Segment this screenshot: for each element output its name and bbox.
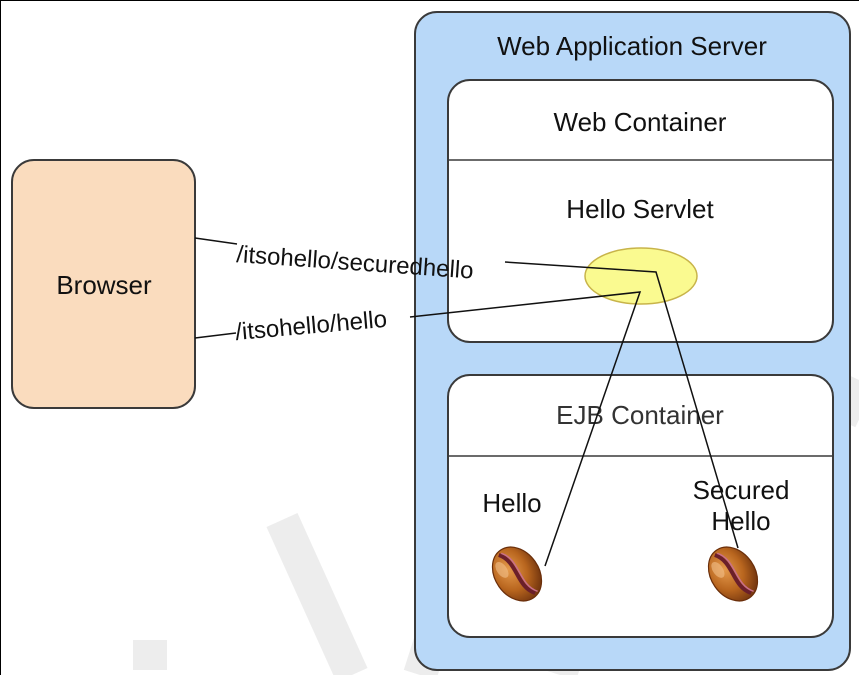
browser-label: Browser bbox=[56, 270, 152, 300]
hello-request-line-left bbox=[194, 332, 237, 339]
web-container-box bbox=[447, 79, 834, 343]
connectors bbox=[194, 237, 739, 567]
secured-request-line-left bbox=[194, 237, 238, 245]
secured-hello-bean-label-line2: Hello bbox=[711, 506, 770, 536]
hello-bean-icon bbox=[491, 546, 543, 602]
secured-hello-bean-label-line1: Secured bbox=[693, 475, 790, 505]
hello-url-label: /itsohello/hello bbox=[234, 306, 388, 346]
secured-request-line-right bbox=[504, 261, 739, 549]
web-application-server-title: Web Application Server bbox=[497, 31, 767, 61]
hello-servlet-label: Hello Servlet bbox=[566, 194, 714, 224]
hello-request-line-right bbox=[409, 291, 642, 567]
hello-bean-label: Hello bbox=[482, 488, 541, 518]
web-container-title: Web Container bbox=[554, 107, 727, 137]
hello-servlet-node bbox=[584, 247, 698, 305]
browser-box bbox=[11, 159, 196, 409]
secured-hello-bean-icon bbox=[707, 546, 759, 602]
